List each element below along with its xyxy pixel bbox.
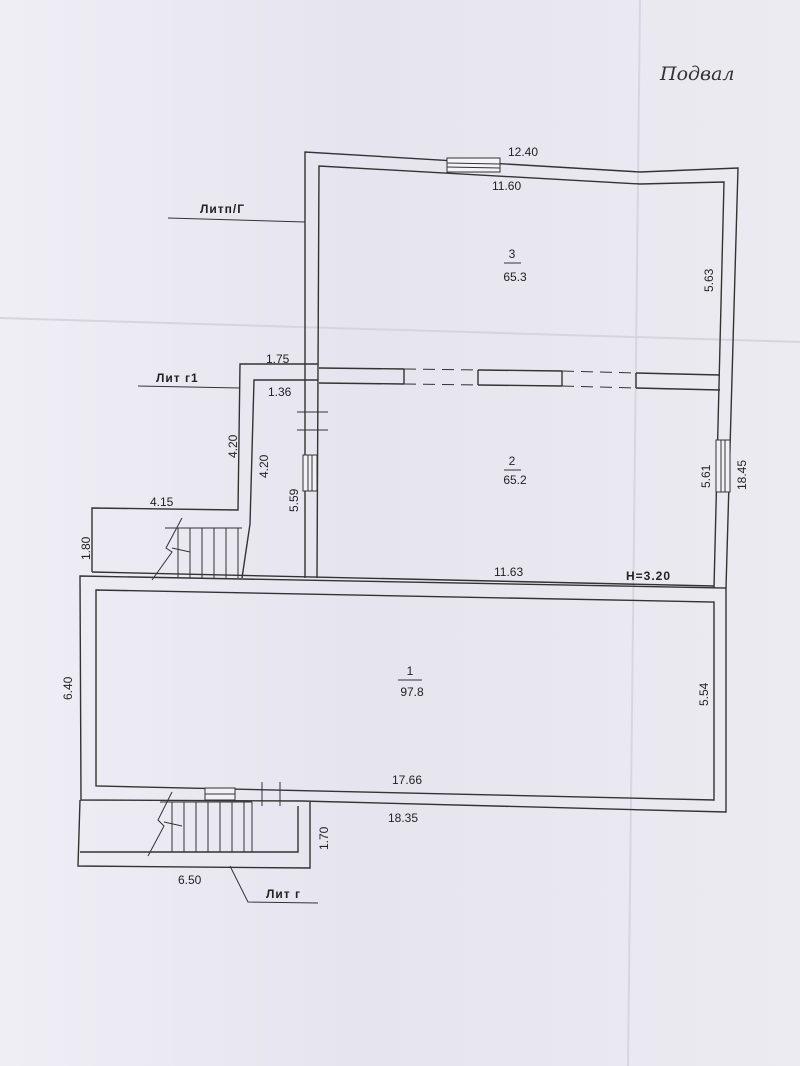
label-lit-g: Лит г <box>266 887 301 901</box>
room-number: 2 <box>509 454 516 468</box>
leader-lit-g <box>229 865 319 904</box>
stair-annex-inner <box>241 379 318 579</box>
stair-annex-outer <box>91 363 318 572</box>
paper-fold-vertical <box>627 0 641 1066</box>
room-2: 2 65.2 <box>503 454 527 487</box>
dim-room2-left: 5.59 <box>287 488 301 512</box>
dim-height: H=3.20 <box>626 569 671 583</box>
leader-lit-g1 <box>137 385 241 389</box>
room-area: 65.3 <box>503 270 527 284</box>
room-3: 3 65.3 <box>503 247 527 284</box>
upper-inner-wall <box>316 165 725 589</box>
dim-stair-depth: 1.80 <box>79 536 93 560</box>
top-window <box>446 157 501 173</box>
porch-stairs <box>147 791 253 857</box>
partition-wall <box>318 367 721 391</box>
paper-fold-horizontal <box>0 317 800 343</box>
dim-right-total: 18.45 <box>735 460 749 490</box>
right-window <box>715 439 731 493</box>
dim-right-upper: 5.63 <box>702 268 716 292</box>
dim-stair-width: 4.15 <box>150 495 174 509</box>
porch-outer <box>77 799 311 869</box>
left-window <box>302 454 318 492</box>
bottom-door <box>204 782 281 806</box>
annex-stairs <box>151 517 242 581</box>
dim-left-inner: 4.20 <box>257 454 271 478</box>
dim-bottom-inner: 17.66 <box>392 773 422 787</box>
dim-mid-width: 11.63 <box>494 565 523 579</box>
leader-lit-p-g <box>167 217 306 223</box>
dim-left-outer: 4.20 <box>226 434 240 458</box>
dim-bottom-outer: 18.35 <box>388 811 418 825</box>
room-1: 1 97.8 <box>398 664 424 699</box>
dim-right-middle: 5.61 <box>699 464 713 488</box>
dim-left-total: 6.40 <box>61 676 75 700</box>
dim-porch-depth: 1.70 <box>317 826 331 850</box>
plan-title: Подвал <box>659 63 735 85</box>
room1-outer-wall <box>91 571 715 587</box>
room1-inner <box>95 589 715 801</box>
dim-right-lower: 5.54 <box>697 682 711 706</box>
room-area: 97.8 <box>400 685 424 699</box>
label-lit-p-g: Литп/Г <box>200 202 245 216</box>
dim-step-inner: 1.36 <box>268 385 292 399</box>
porch-inner <box>80 806 299 853</box>
label-lit-g1: Лит г1 <box>156 371 199 385</box>
room-number: 3 <box>509 247 516 261</box>
dim-top-outer: 12.40 <box>508 145 538 159</box>
upper-outer-wall <box>304 151 739 589</box>
dim-porch-width: 6.50 <box>178 873 202 887</box>
room-area: 65.2 <box>503 473 527 487</box>
room1-outer <box>79 575 727 813</box>
dim-top-inner: 11.60 <box>492 179 521 193</box>
room-number: 1 <box>407 664 414 678</box>
dim-step-outer: 1.75 <box>266 352 290 366</box>
